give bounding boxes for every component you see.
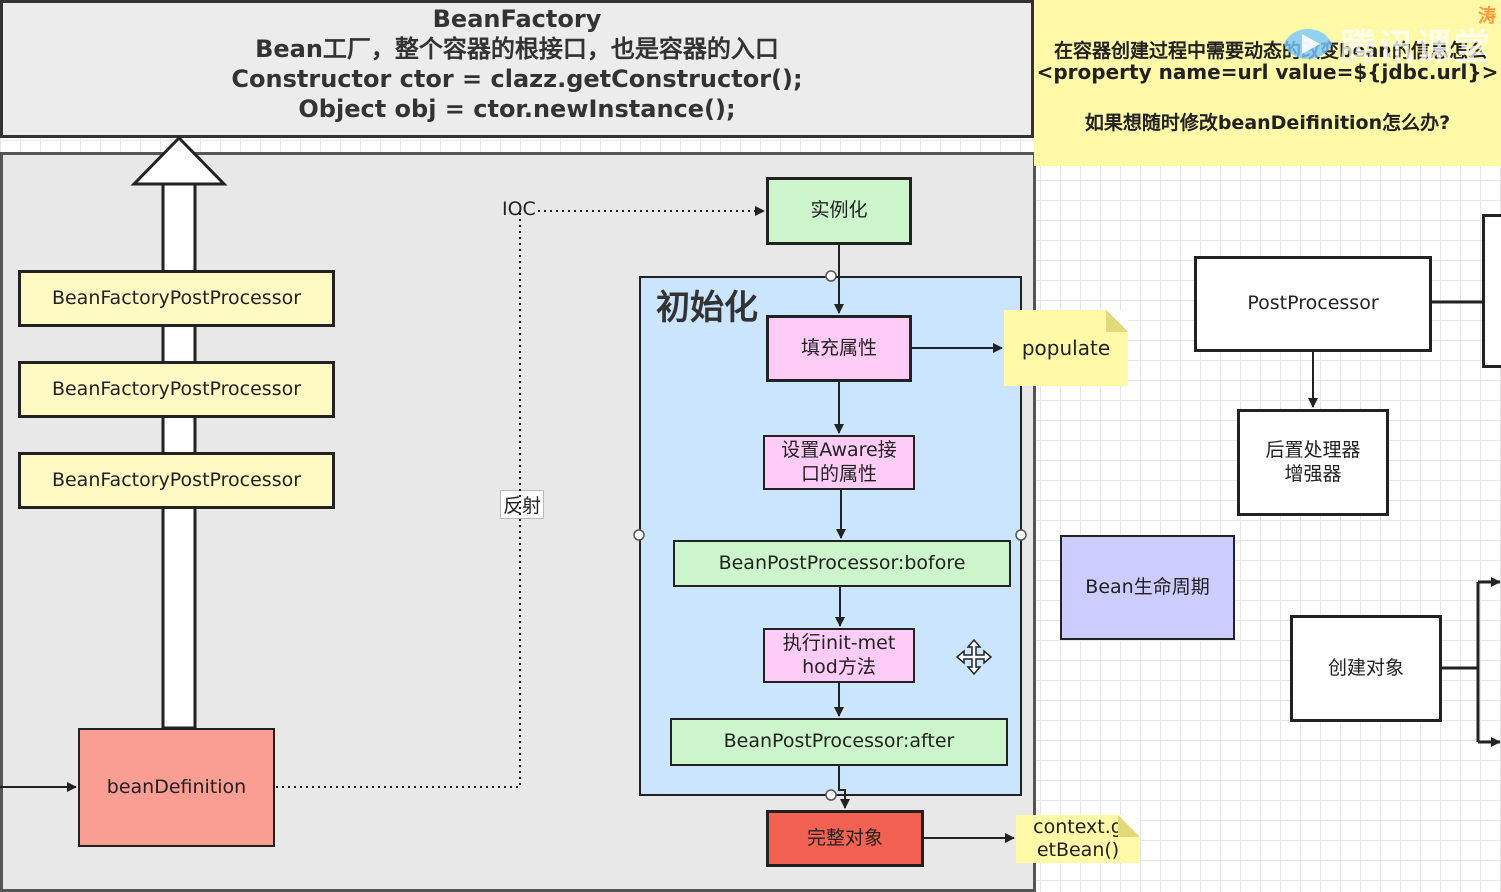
- bean-lifecycle-label: Bean生命周期: [1085, 575, 1210, 598]
- enhancer-label: 后置处理器 增强器: [1265, 438, 1361, 485]
- bean-definition-label: beanDefinition: [106, 775, 247, 798]
- complete-object-box[interactable]: 完整对象: [766, 810, 924, 867]
- bpp-before-box[interactable]: BeanPostProcessor:bofore: [673, 540, 1011, 587]
- populate-props-box[interactable]: 填充属性: [766, 315, 912, 382]
- bpp-after-box[interactable]: BeanPostProcessor:after: [670, 718, 1008, 766]
- beanfactory-header: BeanFactory Bean工厂，整个容器的根接口，也是容器的入口 Cons…: [0, 0, 1034, 138]
- aware-box[interactable]: 设置Aware接口的属性: [763, 435, 915, 490]
- bpp-before-label: BeanPostProcessor:bofore: [718, 551, 966, 574]
- init-method-box[interactable]: 执行init-method方法: [763, 628, 915, 683]
- aware-label: 设置Aware接口的属性: [781, 438, 897, 485]
- note-fold-icon: [1118, 815, 1140, 837]
- note-fold-icon: [1106, 310, 1128, 332]
- enhancer-box[interactable]: 后置处理器 增强器: [1237, 409, 1389, 516]
- populate-note-label: populate: [1021, 336, 1111, 360]
- header-line-3: Object obj = ctor.newInstance();: [298, 95, 736, 123]
- bean-lifecycle-box[interactable]: Bean生命周期: [1060, 535, 1235, 640]
- populate-note[interactable]: populate: [1004, 310, 1128, 386]
- tencent-classroom-logo-icon: [1284, 29, 1332, 59]
- bpp-after-label: BeanPostProcessor:after: [723, 730, 955, 753]
- ioc-label: IOC: [500, 198, 538, 220]
- move-cursor-icon: [955, 638, 993, 676]
- offscreen-box-top[interactable]: [1482, 214, 1501, 368]
- init-title: 初始化: [656, 288, 758, 328]
- header-line-2: Constructor ctor = clazz.getConstructor(…: [231, 65, 803, 93]
- post-processor-label: PostProcessor: [1247, 292, 1379, 315]
- question-line-3: 如果想随时修改beanDeifinition怎么办?: [1084, 112, 1451, 134]
- init-method-label: 执行init-method方法: [782, 631, 896, 678]
- get-bean-note[interactable]: context.getBean(): [1016, 815, 1140, 863]
- instantiate-box[interactable]: 实例化: [766, 177, 912, 245]
- question-line-2: <property name=url value=${jdbc.url}>: [1036, 60, 1499, 84]
- bfpp-label-2: BeanFactoryPostProcessor: [51, 377, 302, 400]
- bfpp-box-3[interactable]: BeanFactoryPostProcessor: [18, 452, 335, 509]
- create-object-label: 创建对象: [1327, 656, 1404, 679]
- post-processor-box[interactable]: PostProcessor: [1194, 256, 1432, 352]
- get-bean-note-label: context.getBean(): [1033, 816, 1123, 861]
- question-note[interactable]: 在容器创建过程中需要动态的改变bean的信息怎么 <property name=…: [1034, 0, 1501, 166]
- header-title: BeanFactory: [432, 5, 602, 33]
- reflection-label: 反射: [500, 490, 545, 519]
- corner-watermark: 涛: [1478, 6, 1496, 27]
- instantiate-label: 实例化: [810, 199, 868, 222]
- complete-object-label: 完整对象: [806, 826, 883, 849]
- watermark-text: 腾讯课堂: [1340, 27, 1493, 68]
- bfpp-label-1: BeanFactoryPostProcessor: [51, 286, 302, 309]
- create-object-box[interactable]: 创建对象: [1290, 615, 1442, 722]
- bfpp-label-3: BeanFactoryPostProcessor: [51, 468, 302, 491]
- bean-definition-box[interactable]: beanDefinition: [78, 728, 275, 847]
- header-line-1: Bean工厂，整个容器的根接口，也是容器的入口: [255, 35, 779, 63]
- bfpp-box-2[interactable]: BeanFactoryPostProcessor: [18, 361, 335, 418]
- question-line-1: 在容器创建过程中需要动态的改变bean的信息怎么: [1054, 40, 1487, 62]
- populate-props-label: 填充属性: [800, 336, 877, 359]
- bfpp-box-1[interactable]: BeanFactoryPostProcessor: [18, 270, 335, 327]
